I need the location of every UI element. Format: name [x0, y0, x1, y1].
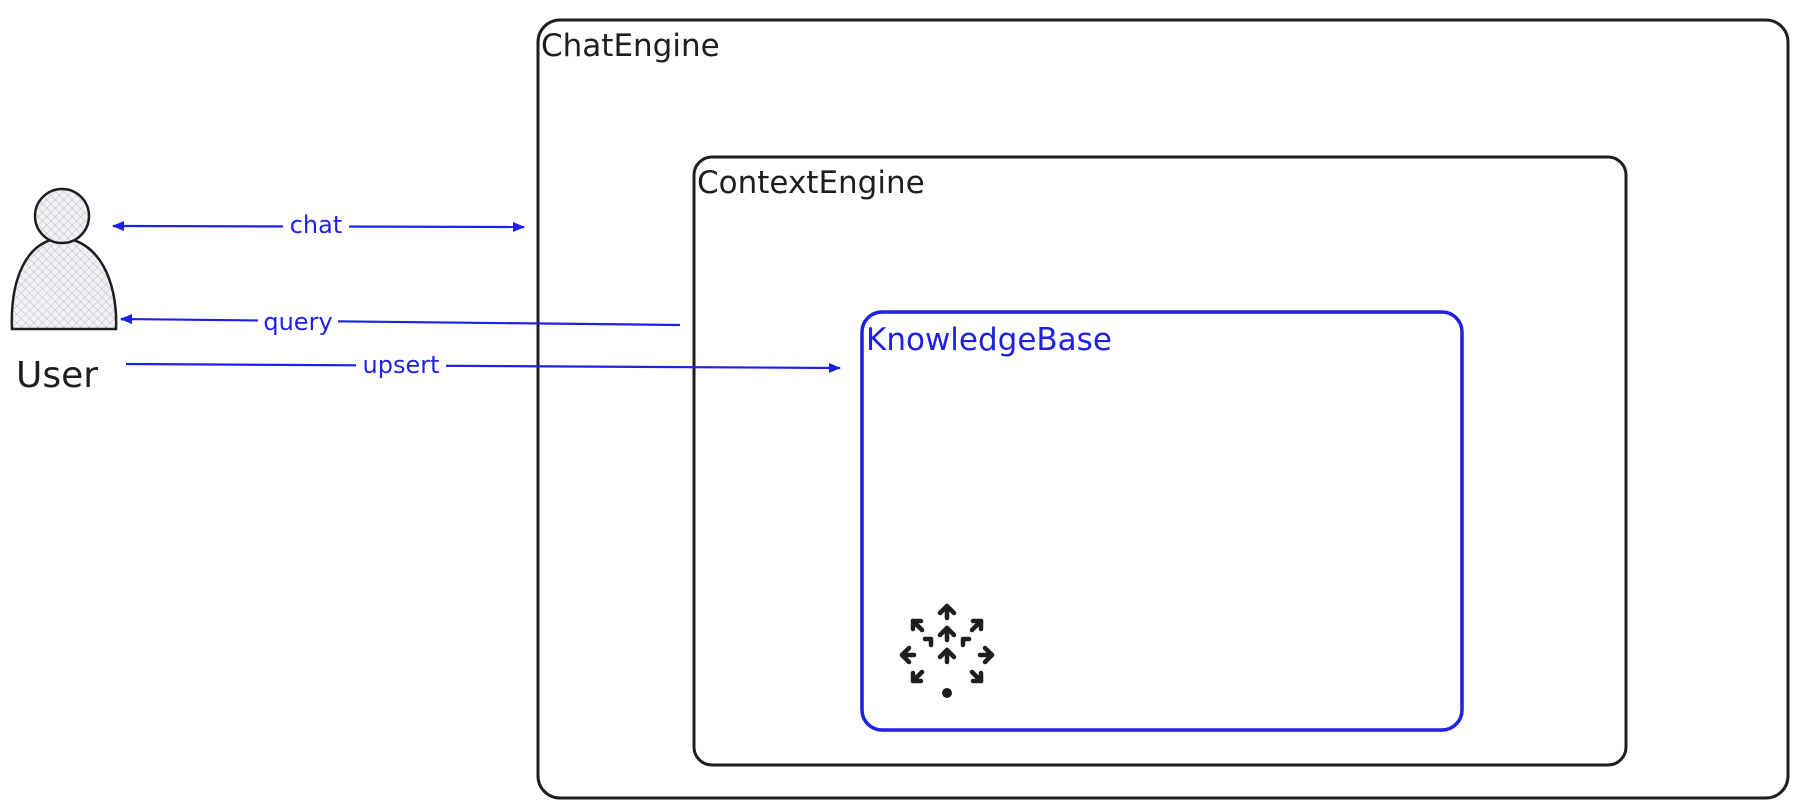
chat-edge[interactable]: chat — [112, 209, 525, 239]
upsert-arrow — [125, 362, 841, 373]
chat-engine-box — [536, 18, 1790, 800]
knowledge-base-label: KnowledgeBase — [866, 322, 1112, 358]
query-arrow — [120, 314, 681, 327]
user-label: User — [16, 355, 98, 396]
upsert-label: upsert — [363, 351, 440, 379]
upsert-edge[interactable]: upsert — [125, 350, 841, 380]
chat-engine-container[interactable]: ChatEngine — [536, 18, 1790, 800]
query-label: query — [263, 308, 332, 336]
context-engine-box — [692, 155, 1628, 767]
user-actor[interactable]: User — [10, 187, 118, 396]
network-arrows-icon — [899, 603, 995, 698]
knowledge-base-box — [860, 310, 1464, 732]
query-edge[interactable]: query — [120, 303, 681, 336]
chat-engine-label: ChatEngine — [541, 28, 720, 64]
context-engine-label: ContextEngine — [697, 165, 925, 201]
user-icon — [10, 187, 118, 331]
context-engine-container[interactable]: ContextEngine — [692, 155, 1628, 767]
chat-label: chat — [290, 211, 343, 239]
knowledge-base-container[interactable]: KnowledgeBase — [860, 310, 1464, 732]
